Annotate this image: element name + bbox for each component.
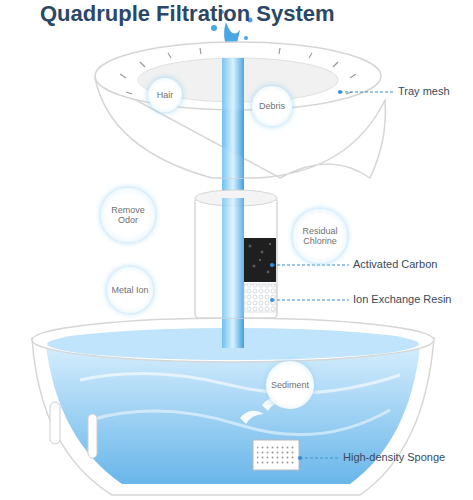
part-label: Ion Exchange Resin [353,293,451,306]
bubble-label: Hair [157,90,174,100]
filter-cartridge [195,190,277,318]
bubble-label: Debris [259,101,285,111]
feature-bubble: Remove Odor [101,188,154,241]
feature-bubble: Metal Ion [107,267,153,313]
feature-bubble: Residual Chlorine [293,209,346,262]
part-label: Tray mesh [398,85,450,98]
bubble-label: Remove Odor [108,205,148,226]
diagram-title: Quadruple Filtration System [40,1,335,27]
tray-mesh [95,42,385,178]
part-label: Activated Carbon [353,258,437,271]
feature-bubble: Debris [252,86,292,126]
bubble-label: Metal Ion [111,285,148,295]
bubble-label: Sediment [271,380,309,390]
bubble-label: Residual Chlorine [300,226,340,247]
feature-bubble: Hair [148,78,182,112]
water-stream [222,58,244,348]
feature-bubble: Sediment [266,361,313,408]
part-label: High-density Sponge [343,451,445,464]
